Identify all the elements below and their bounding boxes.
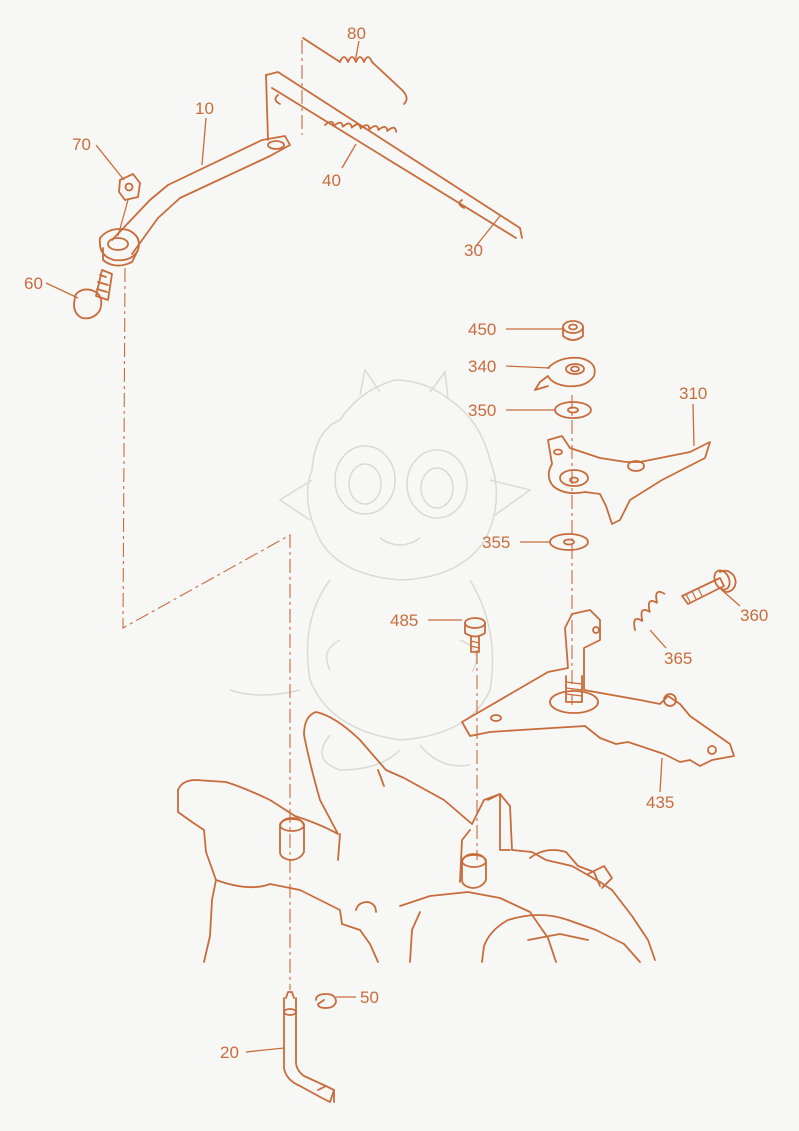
leader-40	[341, 143, 357, 169]
label-450: 450	[468, 320, 496, 339]
nut-450	[562, 320, 584, 341]
label-40: 40	[322, 171, 341, 190]
leader-340	[505, 365, 551, 369]
label-435: 435	[646, 793, 674, 812]
arm-310	[547, 435, 711, 525]
leader-30	[475, 215, 501, 247]
label-60: 60	[24, 274, 43, 293]
bolt-485	[464, 617, 486, 653]
rod-30	[265, 71, 523, 239]
leader-365	[649, 629, 667, 649]
bolt-360	[681, 569, 737, 605]
leader-70	[95, 144, 125, 181]
spring-365	[633, 590, 666, 631]
leader-435	[659, 757, 663, 793]
cam-340	[534, 356, 596, 391]
label-70: 70	[72, 135, 91, 154]
washer-355	[549, 533, 589, 551]
label-310: 310	[679, 384, 707, 403]
label-10: 10	[195, 99, 214, 118]
leader-360	[723, 591, 741, 607]
label-20: 20	[220, 1043, 239, 1062]
alignment-line-pedal	[122, 267, 291, 990]
leader-80	[354, 40, 360, 63]
label-360: 360	[740, 606, 768, 625]
clip-70	[117, 173, 141, 237]
leader-60	[45, 282, 79, 299]
label-340: 340	[468, 357, 496, 376]
dragon-watermark	[229, 368, 532, 771]
washer-350	[554, 401, 592, 419]
shaft-20	[283, 991, 335, 1103]
leader-10	[201, 117, 207, 166]
label-80: 80	[347, 24, 366, 43]
label-365: 365	[664, 649, 692, 668]
leader-310	[692, 403, 695, 447]
label-355: 355	[482, 533, 510, 552]
leader-20	[245, 1047, 285, 1053]
label-30: 30	[464, 241, 483, 260]
e-clip-50	[315, 993, 337, 1009]
spring-80	[302, 37, 408, 105]
spring-40	[324, 120, 398, 133]
housing	[177, 711, 656, 963]
label-485: 485	[390, 611, 418, 630]
label-350: 350	[468, 401, 496, 420]
bracket-435	[461, 609, 735, 767]
pedal-pad-60	[73, 269, 113, 320]
pedal-lever-10	[98, 135, 291, 267]
label-50: 50	[360, 988, 379, 1007]
